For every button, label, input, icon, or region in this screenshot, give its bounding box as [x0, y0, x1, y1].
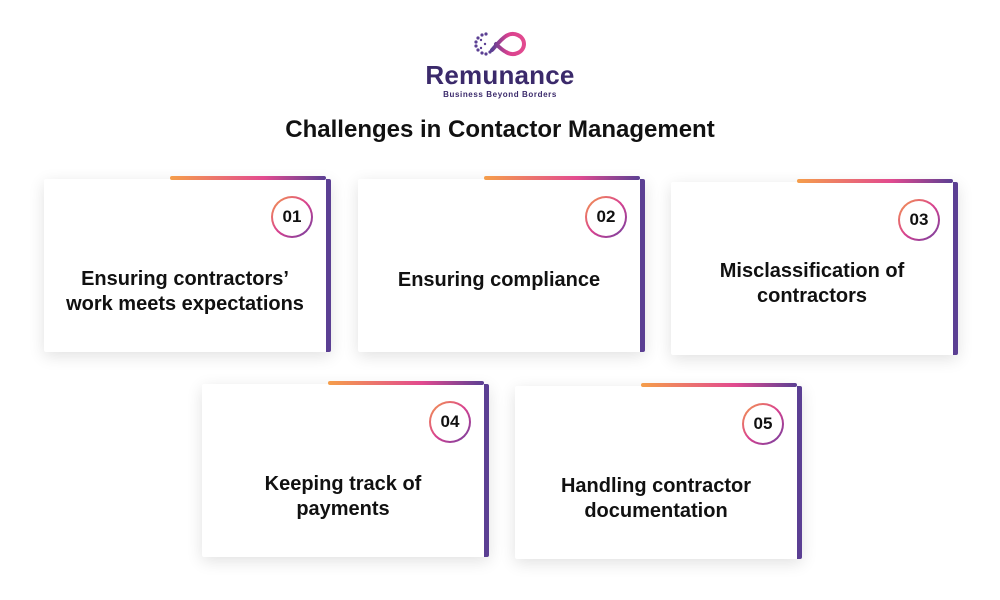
challenge-card-02: 02 Ensuring compliance: [358, 176, 645, 352]
page-title: Challenges in Contactor Management: [285, 116, 715, 143]
challenge-text: Ensuring contractors’ work meets expecta…: [66, 267, 304, 315]
number-badge: 02: [585, 196, 627, 238]
card-accent-bar: [484, 176, 640, 180]
challenge-text: Handling contractor documentation: [560, 474, 751, 522]
card-accent-bar: [641, 383, 797, 387]
brand-tagline: Business Beyond Borders: [443, 90, 557, 99]
number-badge-label: 04: [431, 403, 469, 441]
challenge-text: Misclassification of contractors: [719, 259, 905, 307]
number-badge-label: 02: [587, 198, 625, 236]
number-badge: 05: [742, 403, 784, 445]
brand-name: Remunance: [425, 60, 575, 90]
number-badge-label: 03: [900, 201, 938, 239]
brand-logo: Remunance Business Beyond Borders: [0, 28, 1000, 99]
challenge-card-05: 05 Handling contractor documentation: [515, 383, 802, 559]
infinity-logo-icon: [474, 32, 527, 56]
challenge-text: Ensuring compliance: [397, 269, 601, 291]
number-badge: 04: [429, 401, 471, 443]
challenge-card-04: 04 Keeping track of payments: [202, 381, 489, 557]
number-badge: 03: [898, 199, 940, 241]
card-accent-bar: [797, 179, 953, 183]
challenge-card-01: 01 Ensuring contractors’ work meets expe…: [44, 176, 331, 352]
challenge-card-03: 03 Misclassification of contractors: [671, 179, 958, 355]
challenge-text: Keeping track of payments: [264, 472, 422, 520]
number-badge-label: 05: [744, 405, 782, 443]
number-badge: 01: [271, 196, 313, 238]
card-accent-bar: [170, 176, 326, 180]
card-accent-bar: [328, 381, 484, 385]
number-badge-label: 01: [273, 198, 311, 236]
